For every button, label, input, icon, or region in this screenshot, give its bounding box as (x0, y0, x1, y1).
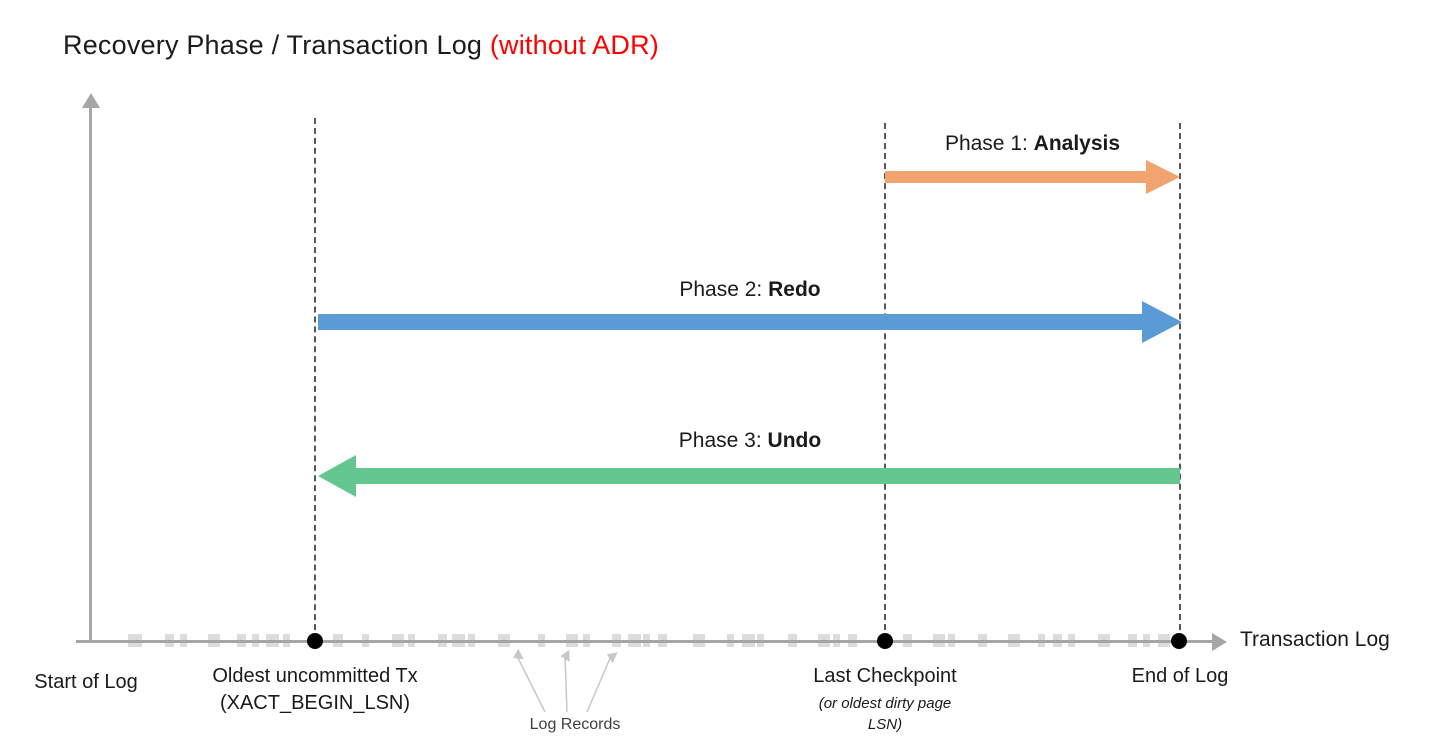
marker-dot-end-of-log (1171, 633, 1187, 649)
x-axis-arrowhead-icon (1212, 633, 1227, 651)
dashed-line-oldest-tx (314, 118, 316, 640)
phase2-arrow (318, 301, 1182, 343)
title-main: Recovery Phase / Transaction Log (63, 30, 490, 60)
dashed-line-end-of-log (1179, 123, 1181, 640)
start-of-log-label: Start of Log (34, 671, 138, 693)
log-records-pointer-arrows (512, 648, 618, 713)
x-axis-line (76, 640, 1214, 643)
phase3-prefix: Phase 3: (678, 429, 768, 452)
dashed-line-last-checkpoint (884, 123, 886, 640)
phase3-arrow (318, 455, 1180, 497)
phase1-label: Phase 1: Analysis (885, 132, 1180, 156)
title-highlight: (without ADR) (489, 30, 659, 60)
x-axis-title: Transaction Log (1240, 628, 1390, 651)
last-checkpoint-sublabel: (or oldest dirty page LSN) (818, 695, 952, 733)
phase1-arrow-shape (885, 160, 1180, 194)
log-records-label: Log Records (529, 716, 621, 733)
phase2-label: Phase 2: Redo (318, 278, 1182, 302)
oldest-tx-sublabel: (XACT_BEGIN_LSN) (219, 692, 411, 714)
phase3-arrow-shape (318, 455, 1180, 497)
y-axis-line (89, 106, 92, 643)
phase3-label: Phase 3: Undo (318, 429, 1182, 453)
phase1-prefix: Phase 1: (944, 132, 1034, 155)
end-of-log-label: End of Log (1131, 665, 1229, 687)
marker-dot-oldest-tx (307, 633, 323, 649)
marker-dot-last-checkpoint (877, 633, 893, 649)
phase3-name: Undo (767, 429, 822, 452)
page-title: Recovery Phase / Transaction Log (withou… (63, 30, 659, 61)
y-axis-arrowhead-icon (82, 93, 100, 108)
phase1-arrow (885, 160, 1180, 194)
phase2-prefix: Phase 2: (679, 278, 769, 301)
phase2-arrow-shape (318, 301, 1182, 343)
phase2-name: Redo (768, 278, 821, 301)
oldest-tx-label: Oldest uncommitted Tx (212, 665, 418, 687)
phase1-name: Analysis (1033, 132, 1121, 155)
last-checkpoint-label: Last Checkpoint (813, 665, 957, 687)
